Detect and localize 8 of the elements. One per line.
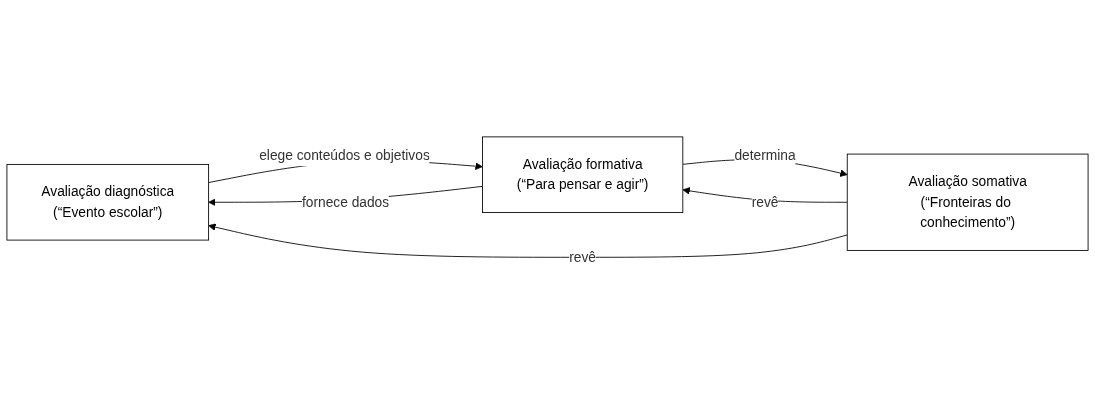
edge-label: elege conteúdos e objetivos: [259, 148, 430, 163]
edge-label: revê: [569, 249, 597, 264]
node-box: Avaliação formativa (“Para pensar e agir”): [482, 136, 684, 213]
node-box: Avaliação diagnóstica (“Evento escolar”): [6, 163, 210, 241]
node-box: Avaliação somativa (“Fronteiras do conhecimento”): [846, 153, 1089, 251]
edge-label: determina: [734, 147, 796, 163]
edge-label: revê: [751, 194, 779, 209]
edge-label: fornece dados: [301, 194, 390, 209]
